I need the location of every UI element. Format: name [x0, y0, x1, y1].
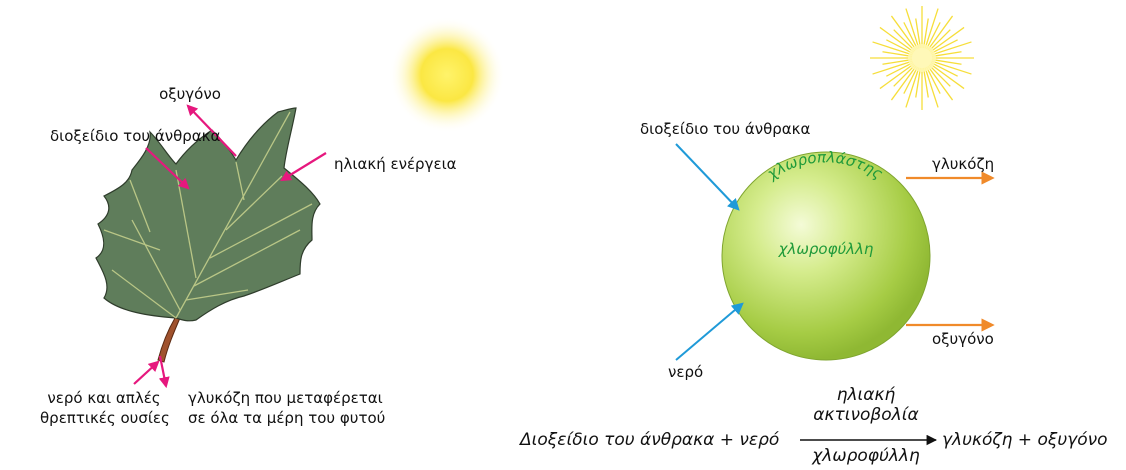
sun-ray	[915, 18, 922, 49]
sun-ray	[903, 66, 919, 94]
solar-arrow	[280, 152, 327, 182]
oxygen-arrow	[186, 104, 237, 157]
sun-ray	[922, 67, 929, 98]
sun-ray	[879, 26, 915, 53]
sun-ray	[925, 22, 941, 50]
chlorophyll-label: χλωροφύλλη	[778, 240, 874, 258]
sun-ray	[931, 58, 962, 65]
leaf-glucose-label-line1: γλυκόζη που μεταφέρεται	[188, 389, 383, 407]
glow-sun-icon	[389, 17, 505, 133]
sun-ray	[927, 65, 954, 101]
sun-ray	[924, 67, 939, 108]
sun-ray	[928, 29, 951, 52]
water-in-arrow	[675, 302, 744, 361]
sun-ray	[872, 41, 913, 56]
sun-ray	[882, 51, 913, 58]
sun-ray	[886, 61, 914, 77]
leaf-oxygen-label: οξυγόνο	[159, 85, 221, 103]
leaf-icon	[95, 107, 321, 363]
sun-ray	[890, 65, 917, 101]
equation-products: γλυκόζη + οξυγόνο	[942, 430, 1108, 450]
sun-ray	[931, 60, 972, 75]
chloroplast-oxygen-label: οξυγόνο	[932, 330, 994, 348]
sun-rays-icon	[870, 6, 974, 110]
sun-ray	[893, 29, 916, 52]
sun-ray	[905, 67, 920, 108]
leaf-arrows	[133, 104, 327, 389]
sun-ray	[929, 63, 965, 90]
sun-ray	[931, 41, 972, 56]
co2-in-arrow	[675, 143, 740, 211]
co2-arrow	[145, 147, 190, 190]
equation-condition-top-line1: ηλιακή	[836, 385, 896, 405]
sun-ray	[915, 67, 922, 98]
sun-ray	[930, 39, 958, 55]
sun-ray	[886, 39, 914, 55]
leaf-co2-label: διοξείδιο του άνθρακα	[50, 127, 221, 145]
chloroplast-co2-label: διοξείδιο του άνθρακα	[640, 120, 811, 138]
leaf-solar-label: ηλιακή ενέργεια	[334, 155, 457, 173]
sun-ray	[930, 61, 958, 77]
equation-condition-bottom: χλωροφύλλη	[812, 446, 920, 466]
sun-ray	[879, 63, 915, 90]
sun-ray	[905, 8, 920, 49]
sun-ray	[929, 26, 965, 53]
sun-ray	[925, 66, 941, 94]
equation-condition-top-line2: ακτινοβολία	[813, 405, 919, 425]
sun-ray	[893, 64, 916, 87]
sun-ray	[927, 15, 954, 51]
leaf-water-label-line2: θρεπτικές ουσίες	[40, 409, 170, 427]
leaf-glucose-label-line2: σε όλα τα μέρη του φυτού	[188, 409, 386, 427]
water-arrow	[133, 360, 160, 385]
sun-ray	[931, 51, 962, 58]
equation-reactants: Διοξείδιο του άνθρακα + νερό	[520, 430, 780, 450]
chloroplast-glucose-label: γλυκόζη	[932, 155, 995, 173]
sun-ray	[928, 64, 951, 87]
glucose-arrow	[158, 355, 170, 389]
leaf-water-label-line1: νερό και απλές	[47, 389, 161, 407]
sun-ray	[924, 8, 939, 49]
chloroplast-water-label: νερό	[668, 363, 704, 381]
chloroplast-sphere	[721, 151, 931, 361]
sun-ray	[903, 22, 919, 50]
sun-ray	[872, 60, 913, 75]
sun-ray	[922, 18, 929, 49]
sun-ray	[882, 58, 913, 65]
sun-ray	[890, 15, 917, 51]
